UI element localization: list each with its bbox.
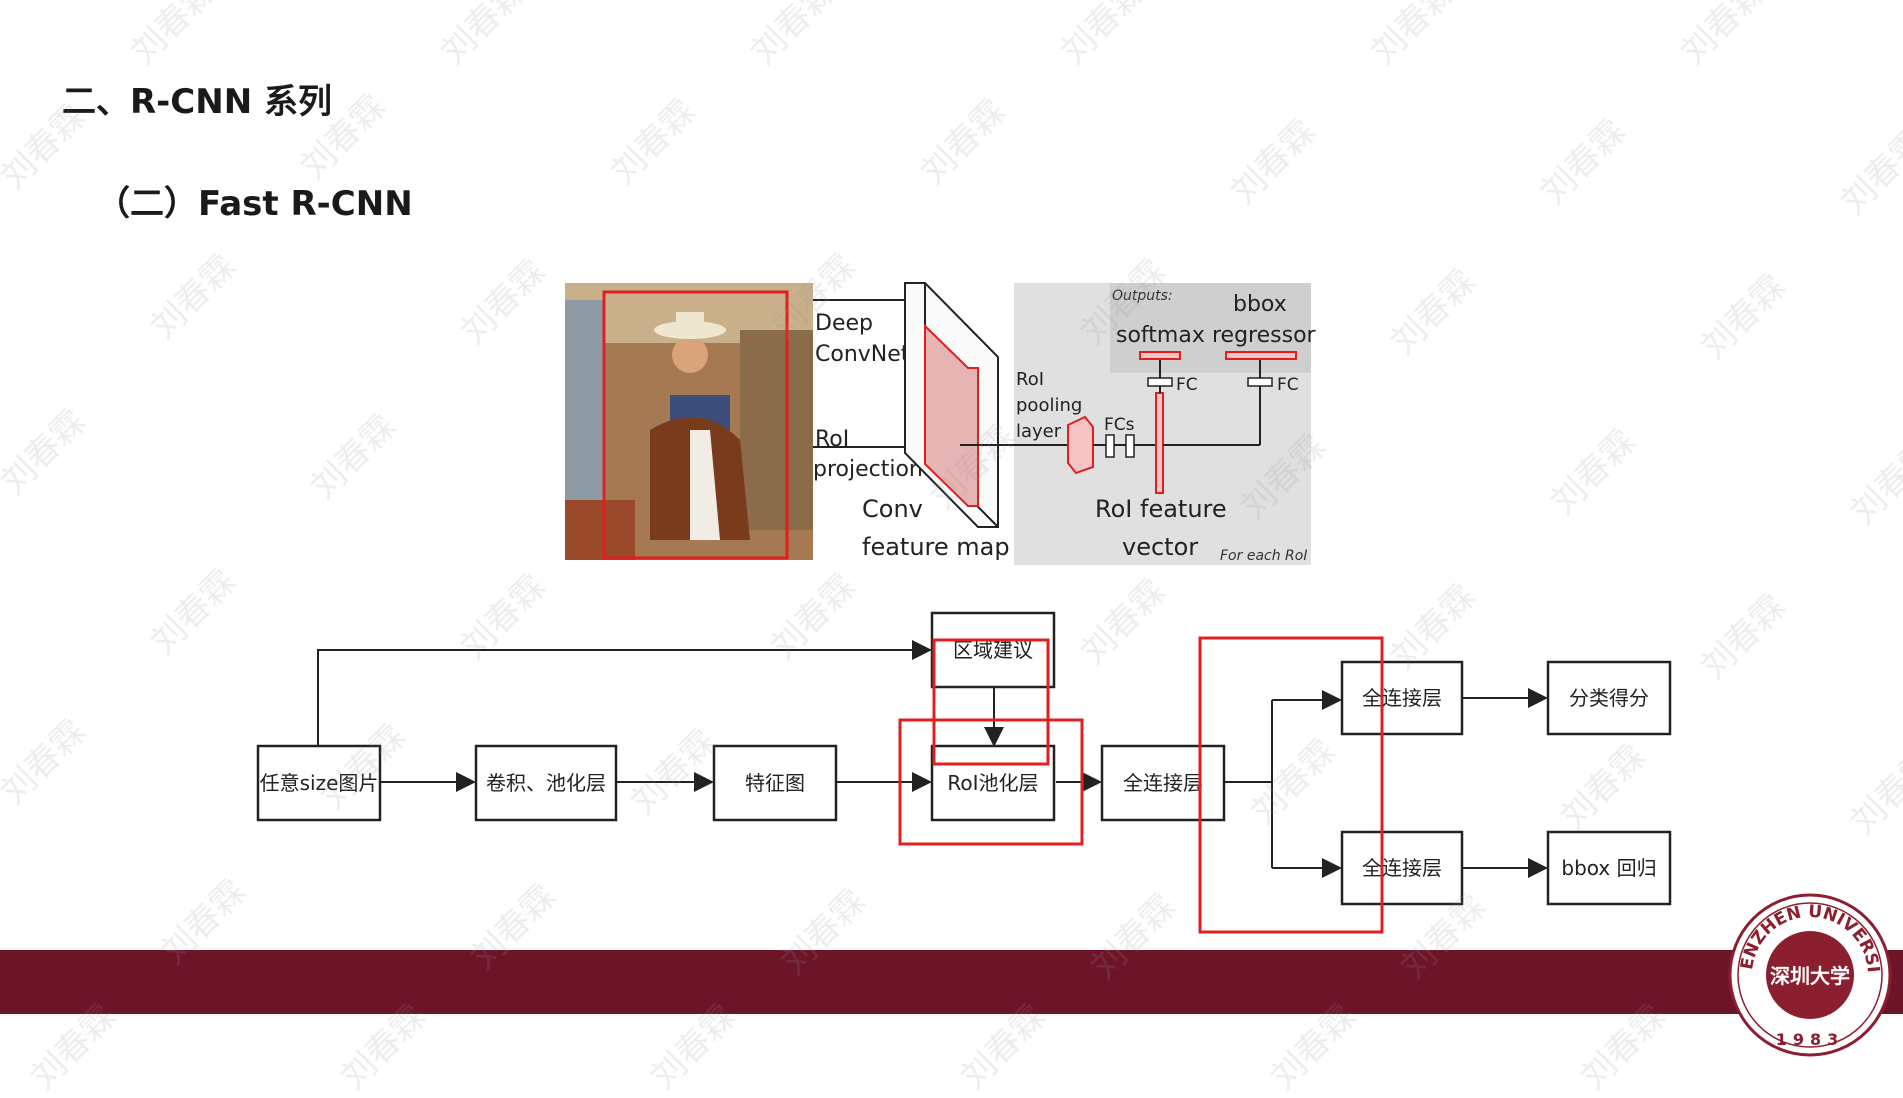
- fc-label: 全连接层: [1123, 771, 1203, 795]
- roi-pool-label: RoI池化层: [947, 771, 1038, 795]
- logo-seal-text: 深圳大学: [1770, 964, 1850, 988]
- university-logo: SHENZHEN UNIVERSITY 1983 深圳大学: [1728, 893, 1893, 1058]
- fast-rcnn-flowchart: 任意size图片 卷积、池化层 特征图 区域建议 RoI池化层 全连接层 全连接…: [0, 0, 1903, 1063]
- fc-bottom-label: 全连接层: [1362, 856, 1442, 880]
- input-image-label: 任意size图片: [260, 771, 379, 795]
- cls-score-label: 分类得分: [1569, 686, 1649, 710]
- fc-top-label: 全连接层: [1362, 686, 1442, 710]
- footer-band: [0, 950, 1903, 1014]
- feature-map-box-label: 特征图: [745, 771, 805, 795]
- logo-year: 1983: [1776, 1030, 1845, 1049]
- region-proposal-label: 区域建议: [953, 638, 1033, 662]
- bbox-reg-label: bbox 回归: [1561, 856, 1656, 880]
- conv-pool-label: 卷积、池化层: [486, 771, 606, 795]
